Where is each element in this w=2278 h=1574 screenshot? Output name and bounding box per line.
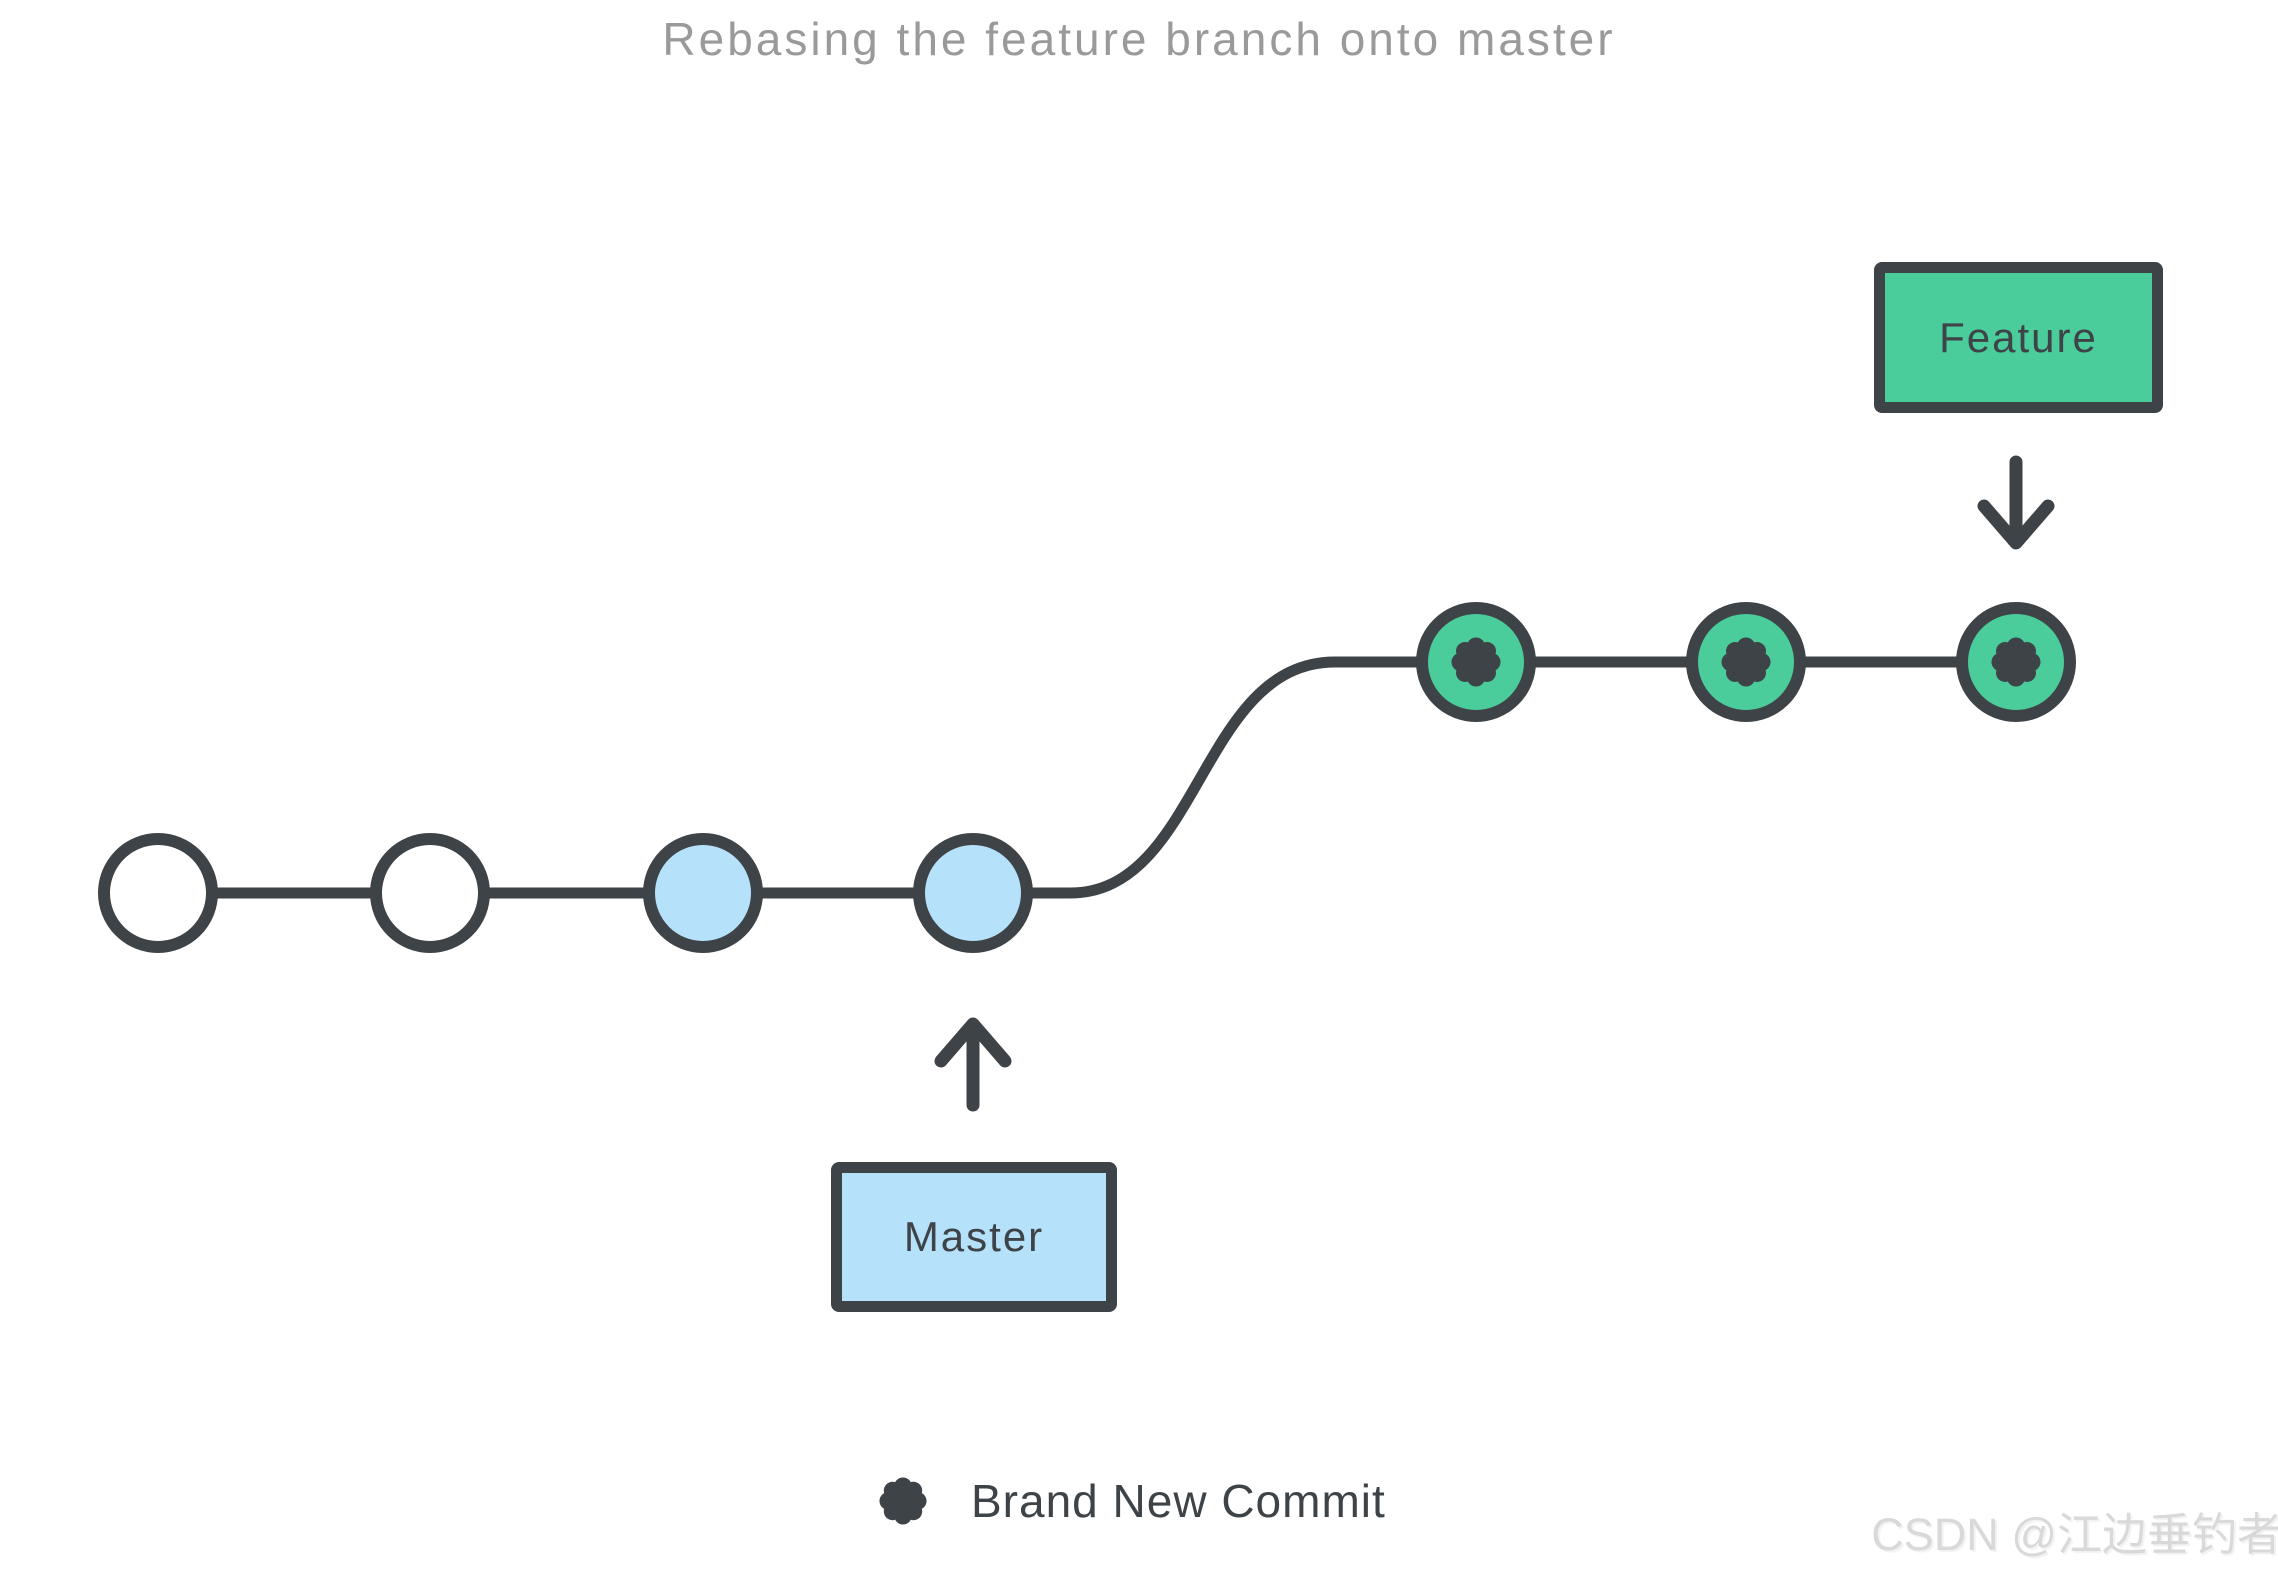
- commit-node-feature: [1686, 602, 1806, 722]
- commit-node-master: [913, 833, 1033, 953]
- commit-node-master: [643, 833, 763, 953]
- master-pointer-arrow-up-icon: [934, 1017, 1012, 1112]
- commit-node-feature: [1956, 602, 2076, 722]
- commit-node-master: [370, 833, 490, 953]
- feature-branch-label: Feature: [1874, 262, 2163, 413]
- master-branch-label-text: Master: [903, 1213, 1045, 1260]
- commit-node-master: [98, 833, 218, 953]
- new-commit-asterisk-icon: [879, 1477, 927, 1525]
- new-commit-asterisk-icon: [1451, 637, 1501, 687]
- legend-label: Brand New Commit: [971, 1475, 1386, 1527]
- branch-connector-path: [152, 656, 2022, 899]
- master-branch-label: Master: [831, 1162, 1117, 1312]
- diagram-title: Rebasing the feature branch onto master: [662, 13, 1616, 65]
- watermark: CSDN @江边垂钓者: [1871, 1509, 2278, 1560]
- legend: Brand New Commit: [879, 1474, 1386, 1528]
- new-commit-asterisk-icon: [1991, 637, 2041, 687]
- commit-node-feature: [1416, 602, 1536, 722]
- new-commit-asterisk-icon: [1721, 637, 1771, 687]
- feature-branch-label-text: Feature: [1939, 313, 2098, 361]
- feature-pointer-arrow-down-icon: [1977, 455, 2055, 550]
